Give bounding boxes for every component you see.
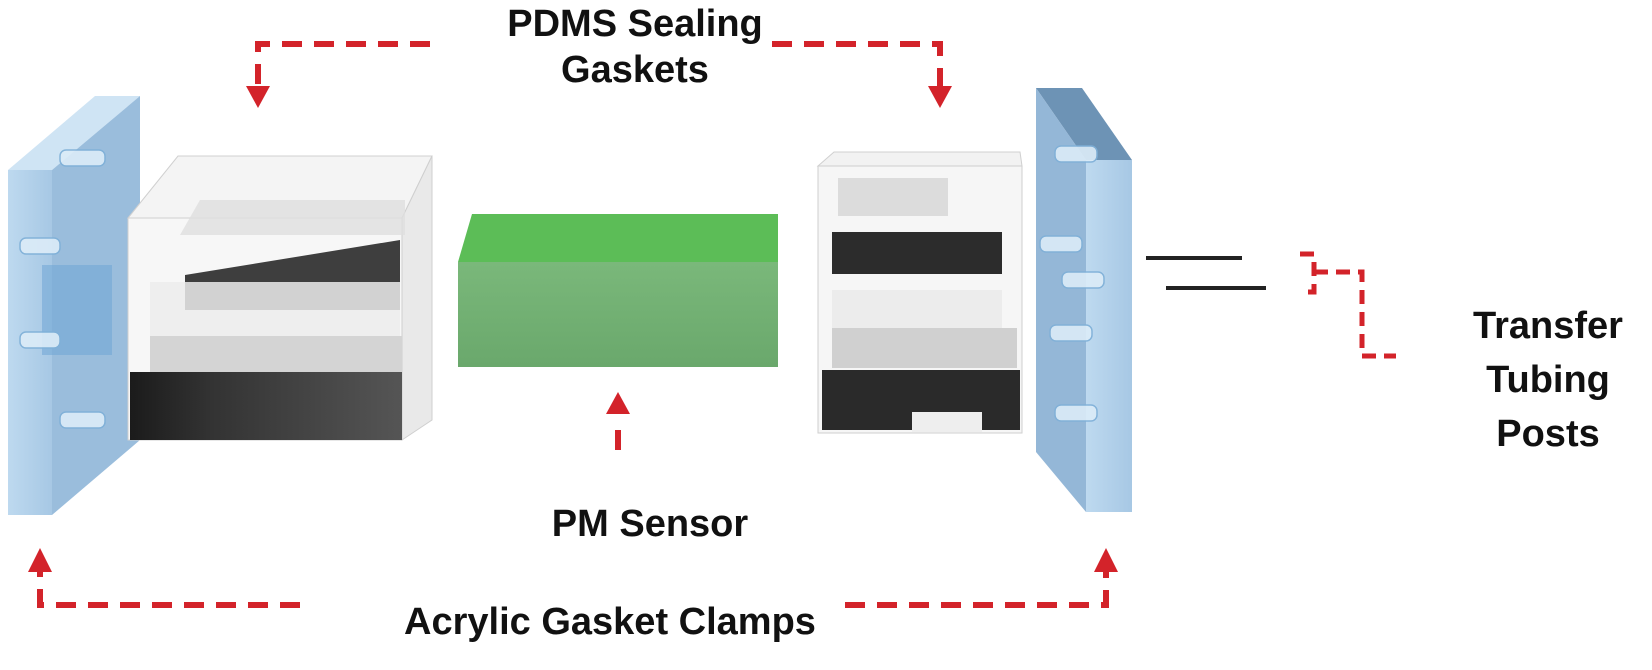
right-clamp-top-face xyxy=(1036,88,1132,160)
acrylic-gasket-clamps-label: Acrylic Gasket Clamps xyxy=(404,601,816,643)
sensor-top-face xyxy=(458,214,778,262)
right-clamp-posts xyxy=(1039,145,1105,422)
left-gasket-frosted-band xyxy=(150,336,402,372)
gaskets-arrow-right xyxy=(772,41,943,90)
gaskets-arrow-left xyxy=(255,41,430,90)
right-pdms-gasket xyxy=(816,151,1023,434)
right-gasket-frosted-band xyxy=(832,328,1017,368)
tubing-bracket-leader xyxy=(1314,269,1396,359)
pdms-sealing-gaskets-label: PDMS Sealing Gaskets xyxy=(507,3,763,91)
sensor-front-face xyxy=(458,262,778,367)
clamps-arrow-right xyxy=(845,570,1109,608)
left-gasket-dark-band xyxy=(130,372,402,440)
clamps-arrowhead-left xyxy=(28,548,52,572)
leader-arrows xyxy=(37,41,1109,608)
pm-sensor-label: PM Sensor xyxy=(551,503,749,545)
arrowheads xyxy=(28,86,1118,572)
left-clamp-top-face xyxy=(8,96,140,170)
tubing-bracket-brace xyxy=(1300,251,1317,295)
right-gasket-notch xyxy=(912,412,982,432)
gaskets-arrowhead-left xyxy=(246,86,270,108)
right-gasket-top-face xyxy=(816,151,1023,167)
right-clamp-front-face xyxy=(1086,160,1132,512)
sensor-arrowhead xyxy=(606,392,630,414)
transfer-tubing-posts xyxy=(1146,256,1266,290)
pm-sensor-block xyxy=(458,214,778,367)
gaskets-arrowhead-right xyxy=(928,86,952,108)
tubing-bracket xyxy=(1300,251,1396,359)
left-acrylic-clamp xyxy=(8,96,140,515)
clamps-arrowhead-right xyxy=(1094,548,1118,572)
clamps-arrow-left xyxy=(37,570,300,608)
right-gasket-upper-cavity xyxy=(838,178,948,216)
transfer-tubing-posts-label: Transfer Tubing Posts xyxy=(1473,305,1623,455)
right-gasket-clear-channel xyxy=(832,290,1002,328)
left-pdms-gasket xyxy=(126,155,433,441)
right-acrylic-clamp xyxy=(1036,88,1132,512)
left-gasket-clear-channel xyxy=(150,282,400,337)
right-gasket-dark-channel xyxy=(832,232,1002,274)
left-gasket-upper-cavity xyxy=(180,200,405,235)
left-clamp-posts xyxy=(19,149,106,429)
